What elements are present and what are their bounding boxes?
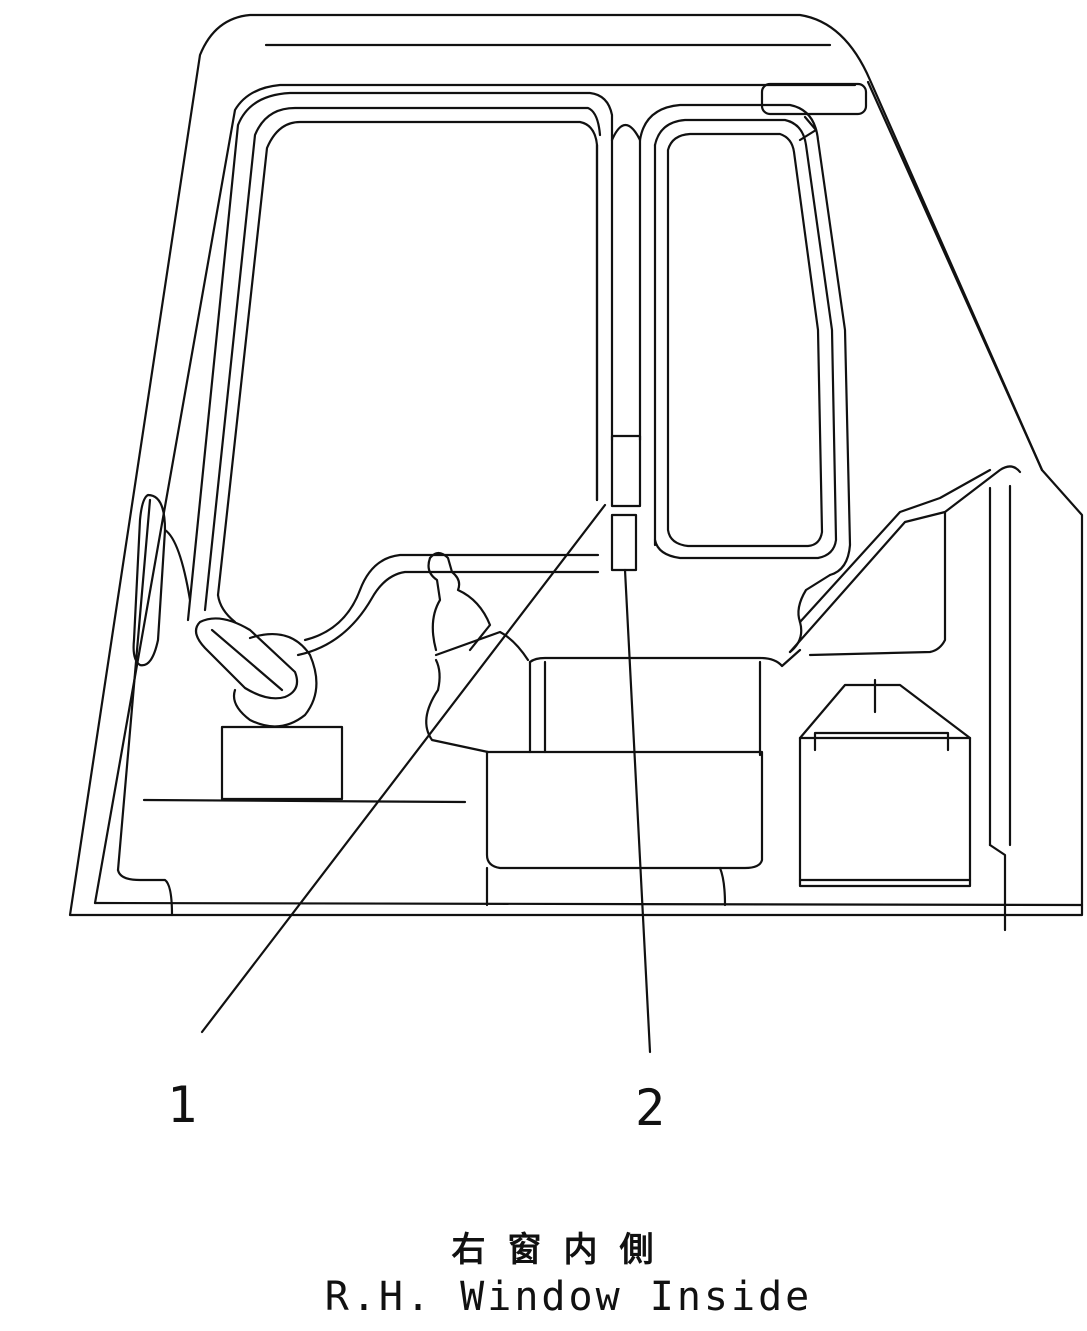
figure-caption: 右窗内側 R.H. Window Inside — [0, 1228, 1087, 1322]
roof-bracket — [760, 82, 868, 142]
rear-console — [788, 465, 1022, 847]
seat-back — [528, 648, 802, 757]
front-window-frame — [186, 91, 614, 624]
cab-outline — [68, 13, 1084, 917]
floor — [93, 498, 1084, 932]
control-lever — [425, 551, 530, 754]
pillar-component-2 — [610, 434, 642, 572]
callout-number-2: 2 — [635, 1079, 665, 1137]
front-console — [142, 725, 467, 804]
seat-base — [485, 750, 764, 907]
caption-english: R.H. Window Inside — [324, 1274, 813, 1320]
caption-chinese: 右窗内側 — [451, 1230, 676, 1270]
leader-line-1 — [200, 503, 607, 1034]
callout-number-1: 1 — [167, 1076, 197, 1134]
left-duct — [194, 553, 600, 728]
leader-line-2 — [623, 568, 652, 1054]
left-edge-handle — [132, 493, 192, 667]
right-window-frame — [638, 103, 852, 577]
rear-storage-box — [798, 678, 972, 888]
center-pillar — [595, 123, 657, 547]
